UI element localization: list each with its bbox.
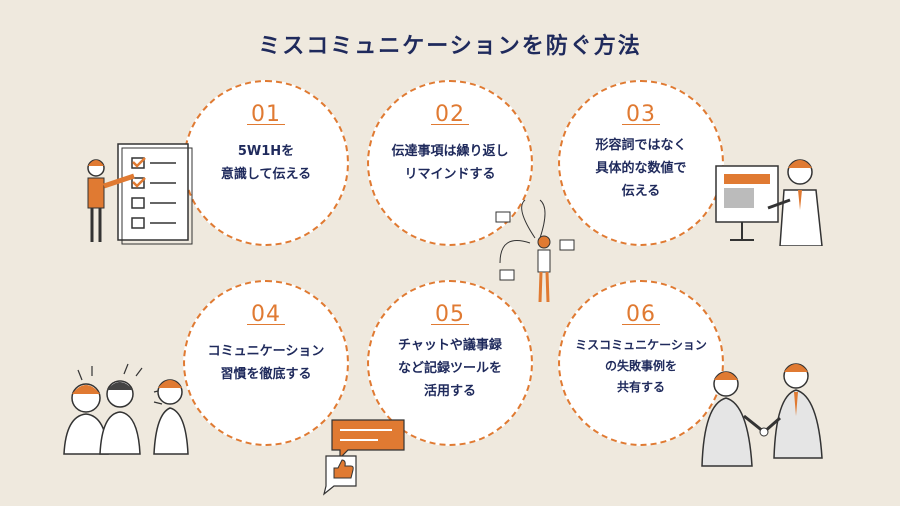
label-line: 活用する <box>423 383 476 399</box>
method-number: 05 <box>431 302 469 327</box>
checklist-person-illustration <box>87 143 193 245</box>
label-line: 共有する <box>616 380 665 394</box>
chat-thumbsup-illustration <box>322 419 405 496</box>
method-01: 01 5W1Hを 意識して伝える <box>183 80 349 246</box>
method-label: 5W1Hを 意識して伝える <box>213 141 319 187</box>
label-line: 意識して伝える <box>220 166 312 182</box>
method-06: 06 ミスコミュニケーション の失敗事例を 共有する <box>558 280 724 446</box>
method-label: 伝達事項は繰り返し リマインドする <box>383 141 516 187</box>
method-label: コミュニケーション 習慣を徹底する <box>200 341 333 387</box>
method-03: 03 形容詞ではなく 具体的な数値で 伝える <box>558 80 724 246</box>
label-line: 具体的な数値で <box>595 160 687 176</box>
method-number: 03 <box>622 102 660 127</box>
label-line: 伝達事項は繰り返し <box>391 144 509 159</box>
method-label: チャットや議事録 など記録ツールを 活用する <box>390 335 510 403</box>
chatting-group-illustration <box>63 363 189 455</box>
label-line: の失敗事例を <box>604 359 677 373</box>
method-label: 形容詞ではなく 具体的な数値で 伝える <box>587 135 694 203</box>
label-line: リマインドする <box>404 166 496 182</box>
label-line: 習慣を徹底する <box>220 366 312 382</box>
method-04: 04 コミュニケーション 習慣を徹底する <box>183 280 349 446</box>
presenter-board-illustration <box>715 159 823 246</box>
label-line: チャットや議事録 <box>398 338 502 353</box>
label-line: 形容詞ではなく <box>595 138 687 153</box>
method-05: 05 チャットや議事録 など記録ツールを 活用する <box>367 280 533 446</box>
label-line: ミスコミュニケーション <box>575 338 707 352</box>
label-line: など記録ツールを <box>397 360 502 376</box>
page-title: ミスコミュニケーションを防ぐ方法 <box>258 34 642 59</box>
method-02: 02 伝達事項は繰り返し リマインドする <box>367 80 533 246</box>
mail-juggler-illustration <box>495 199 575 303</box>
method-number: 04 <box>247 302 285 327</box>
label-line: コミュニケーション <box>207 344 325 359</box>
method-number: 06 <box>622 302 660 327</box>
label-line: 5W1Hを <box>237 144 295 159</box>
method-label: ミスコミュニケーション の失敗事例を 共有する <box>567 335 715 398</box>
method-number: 01 <box>247 102 285 127</box>
handshake-pair-illustration <box>701 363 823 467</box>
method-number: 02 <box>431 102 469 127</box>
label-line: 伝える <box>621 183 661 199</box>
